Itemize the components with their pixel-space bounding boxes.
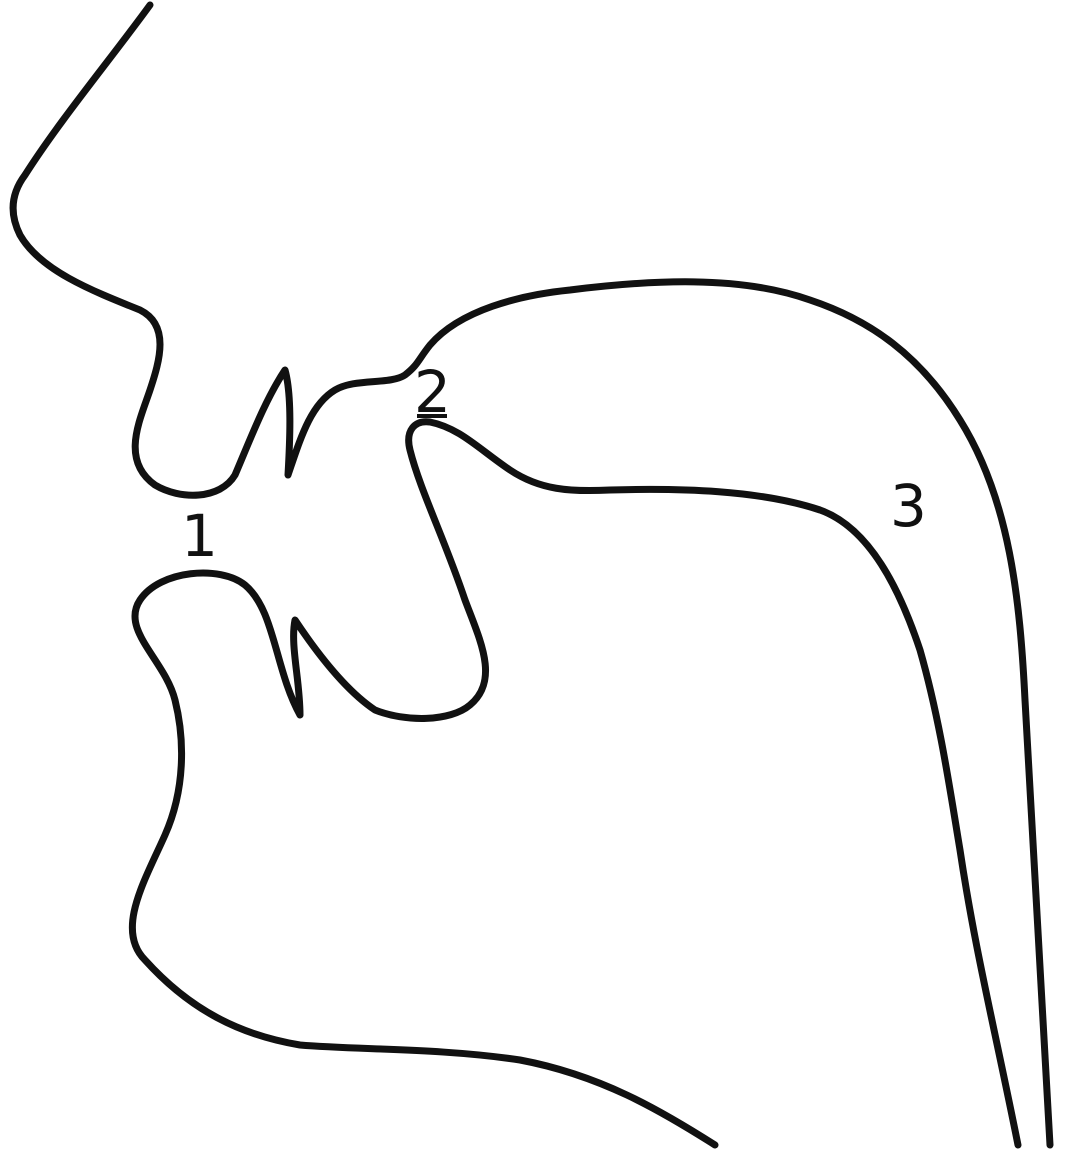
upper-profile-outline	[13, 5, 1050, 1145]
label-1: 1	[181, 502, 218, 570]
label-3: 3	[890, 472, 927, 540]
lower-profile-outline	[132, 422, 1018, 1145]
label-2: 2	[414, 358, 451, 426]
